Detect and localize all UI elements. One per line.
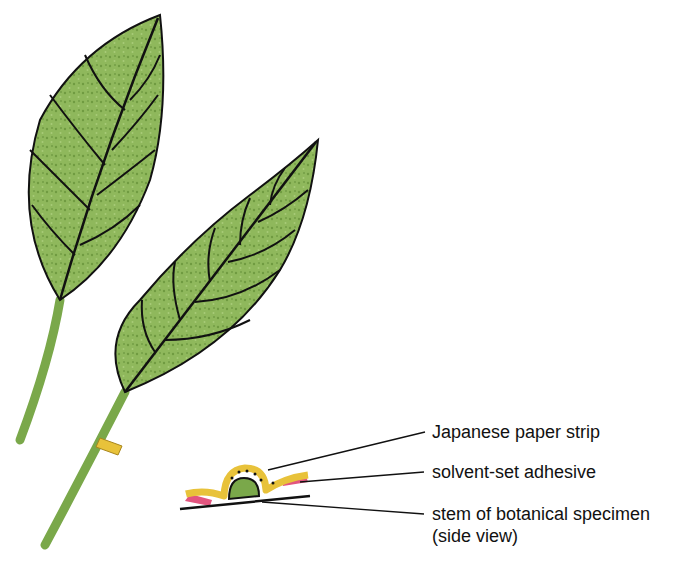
part-label: solvent-set adhesive [432,461,662,483]
part-label: Japanese paper strip [432,421,662,443]
leader-line [262,502,424,514]
stem-cross-section [180,468,310,509]
leader-lines [262,432,425,514]
part-label: stem of botanical specimen (side view) [432,503,668,547]
leaf-lower [45,140,318,545]
leader-line [300,472,424,482]
leader-line [268,432,425,470]
